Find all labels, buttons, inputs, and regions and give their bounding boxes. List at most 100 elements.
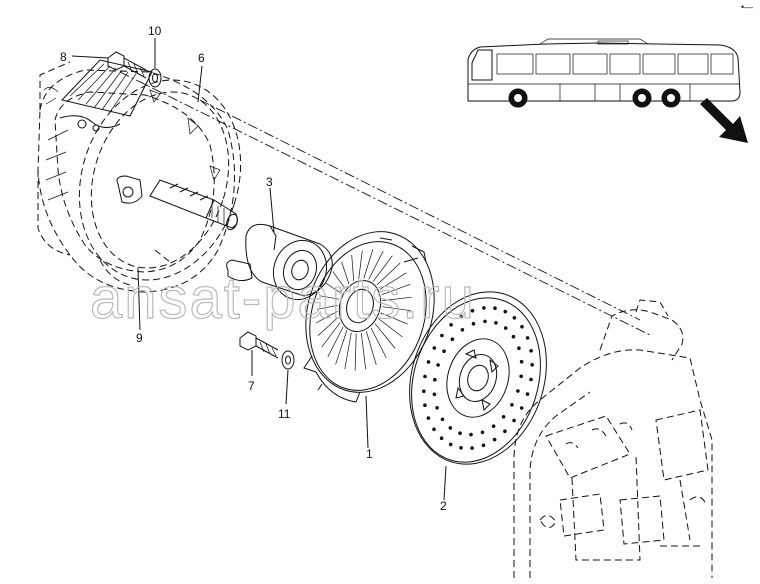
rivet-hole <box>470 446 474 450</box>
location-arrow-icon <box>700 98 748 143</box>
callout-9: 9 <box>136 331 143 345</box>
rivet-hole <box>519 359 524 364</box>
washer-11 <box>281 350 295 370</box>
rivet-hole <box>493 306 497 311</box>
diaphragm-finger <box>325 282 342 294</box>
diaphragm-finger <box>351 254 355 281</box>
rivet-hole <box>482 306 486 310</box>
rivet-hole <box>470 308 475 313</box>
rivet-hole <box>432 427 436 432</box>
rivet-hole <box>519 406 524 410</box>
rivet-hole <box>503 326 508 330</box>
diaphragm-finger <box>368 250 384 280</box>
diaphragm-finger <box>344 332 352 370</box>
rivet-hole <box>449 323 453 327</box>
rivet-hole <box>512 418 516 423</box>
rivet-hole <box>448 426 453 430</box>
diaphragm-finger <box>327 326 344 358</box>
diaphragm-finger <box>358 250 363 280</box>
bolt-7 <box>239 331 279 359</box>
rivet-hole <box>529 349 533 353</box>
watermark-text: ansat-parts.ru <box>90 266 476 331</box>
engine-flywheel-housing <box>513 299 713 578</box>
rivet-hole <box>530 363 534 367</box>
rivet-hole <box>517 346 521 351</box>
clutch-disc <box>409 291 547 465</box>
bolt-8 <box>107 51 147 79</box>
rivet-hole <box>440 333 444 338</box>
rivet-hole <box>511 334 516 339</box>
rivet-hole <box>442 349 446 354</box>
rivet-hole <box>503 309 508 314</box>
diaphragm-finger <box>376 262 401 286</box>
release-bearing <box>226 223 333 301</box>
rivet-hole <box>433 377 437 382</box>
rivet-hole <box>483 319 487 324</box>
callout-10: 10 <box>148 24 162 38</box>
corner-mark: •— <box>741 2 753 12</box>
diaphragm-finger <box>379 272 407 290</box>
center-axis-line <box>119 71 651 336</box>
rivet-hole <box>501 415 506 419</box>
diaphragm-finger <box>370 327 387 359</box>
diaphragm-finger <box>332 271 346 289</box>
diaphragm-finger <box>360 332 367 370</box>
rivet-hole <box>459 314 464 319</box>
diaphragm-finger <box>380 312 408 325</box>
rivet-hole <box>525 392 530 396</box>
rivet-hole <box>435 406 439 410</box>
rivet-hole <box>492 437 497 442</box>
callout-1: 1 <box>366 447 373 461</box>
callout-7: 7 <box>248 379 255 393</box>
rivet-hole <box>440 417 445 422</box>
rivet-hole <box>525 336 530 340</box>
diaphragm-finger <box>317 317 339 336</box>
input-shaft <box>149 179 238 231</box>
leader-lines <box>71 38 447 501</box>
rivet-hole <box>519 374 523 379</box>
diaphragm-finger <box>321 322 341 348</box>
rivet-hole <box>510 403 514 407</box>
diaphragm-finger <box>316 311 338 324</box>
diaphragm-finger <box>365 331 377 366</box>
rivet-hole <box>471 321 476 326</box>
gearbox-housing <box>37 59 242 293</box>
washer-10 <box>148 68 162 88</box>
rivet-hole <box>458 431 462 436</box>
rivet-hole <box>448 442 453 447</box>
rivet-hole <box>423 374 427 379</box>
rivet-hole <box>432 392 437 397</box>
rivet-hole <box>422 389 426 394</box>
callout-3: 3 <box>266 175 273 189</box>
diaphragm-finger <box>335 330 348 365</box>
rivet-hole <box>512 316 517 320</box>
rivet-hole <box>469 432 473 437</box>
friction-lining-rivets <box>422 306 534 450</box>
upper-axis-line <box>199 99 641 321</box>
diaphragm-finger <box>317 304 338 310</box>
diaphragm-finger <box>382 296 412 301</box>
diaphragm-finger <box>378 318 403 338</box>
callout-6: 6 <box>198 51 205 65</box>
rivet-hole <box>450 337 455 342</box>
rivet-hole <box>423 403 427 408</box>
rivet-hole <box>491 424 496 429</box>
bus-locator-icon <box>467 38 741 108</box>
diaphragm-finger <box>320 295 340 300</box>
rivet-hole <box>432 346 437 350</box>
rivet-hole <box>436 363 440 367</box>
rivet-hole <box>503 429 507 434</box>
callout-2: 2 <box>440 499 447 513</box>
callout-8: 8 <box>60 50 67 64</box>
diaphragm-finger <box>374 323 396 349</box>
diaphragm-finger <box>341 261 350 285</box>
rivet-hole <box>439 436 444 441</box>
diaphragm-finger <box>382 306 411 312</box>
rivet-hole <box>529 377 533 382</box>
rivet-hole <box>480 430 485 435</box>
rivet-hole <box>426 360 431 364</box>
rivet-hole <box>459 446 463 450</box>
pressure-plate <box>303 231 435 403</box>
callout-11: 11 <box>278 407 291 421</box>
